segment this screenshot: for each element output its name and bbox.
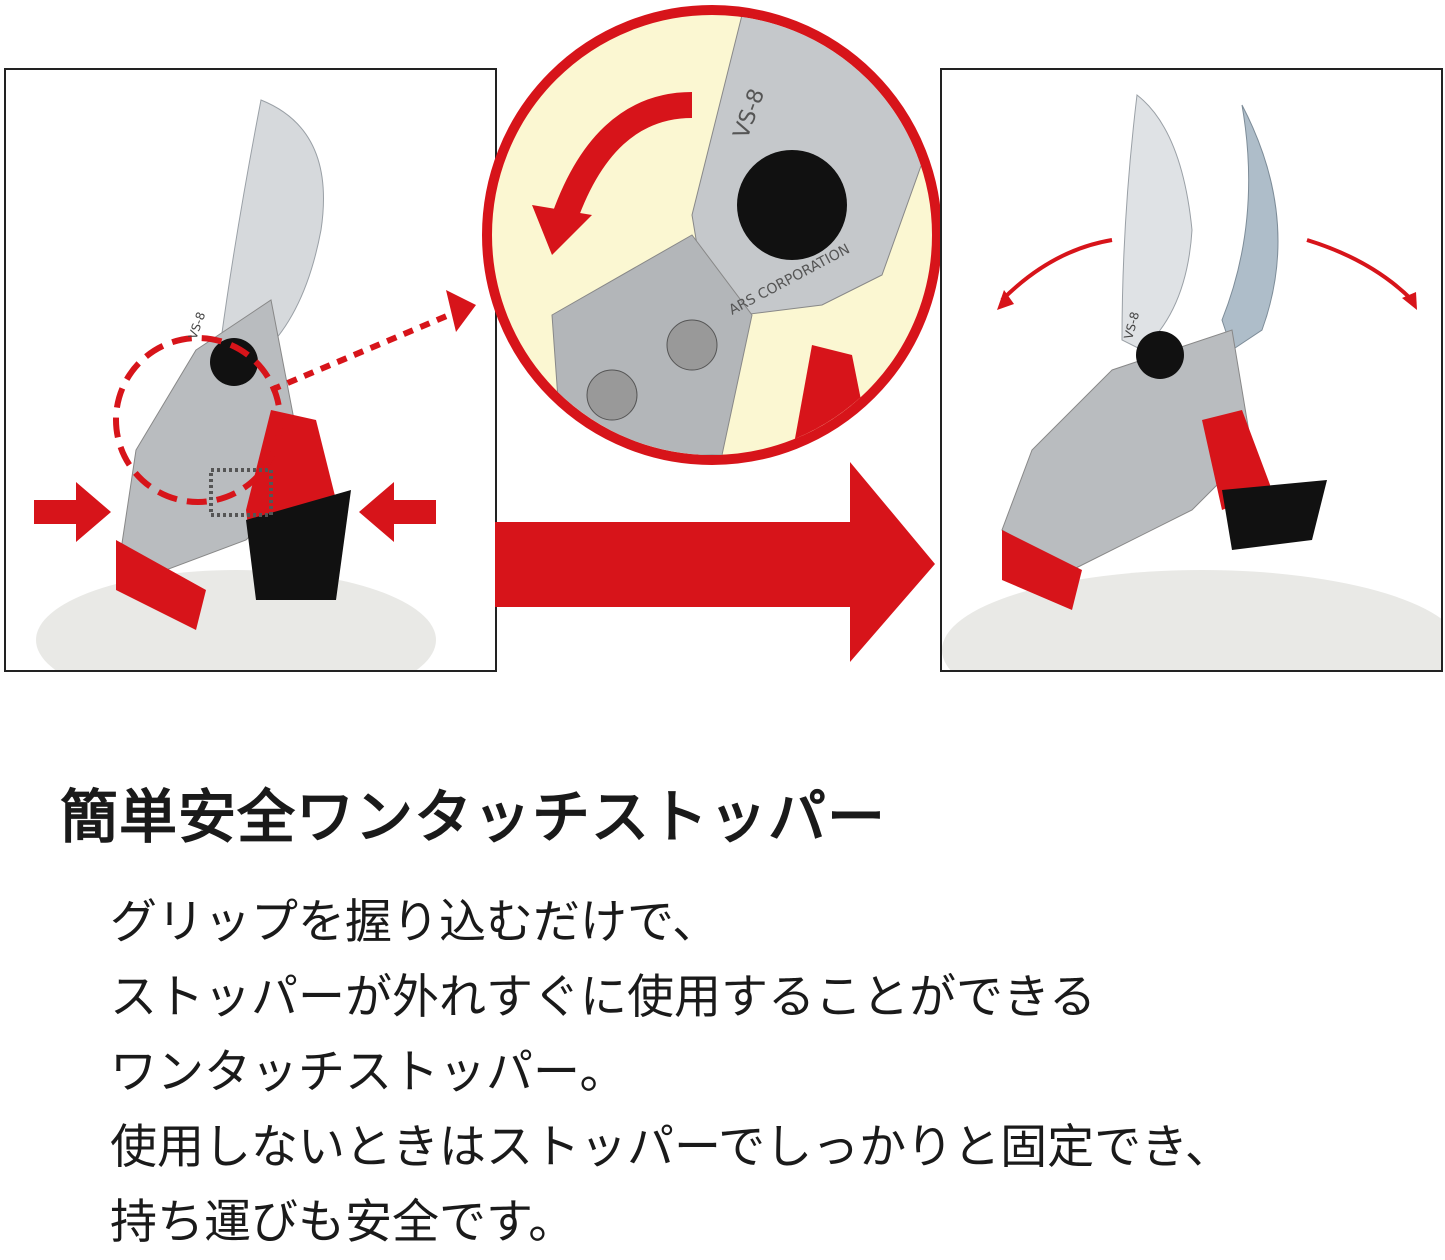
transition-arrow <box>495 462 940 667</box>
open-pruner-photo: VS-8 <box>940 68 1443 672</box>
description-line: ワンタッチストッパー。 <box>110 1045 627 1100</box>
feature-heading: 簡単安全ワンタッチストッパー <box>60 783 887 851</box>
description-line: 使用しないときはストッパーでしっかりと固定でき、 <box>110 1120 1232 1175</box>
description-line: 持ち運びも安全です。 <box>110 1195 576 1250</box>
model-engraving-open: VS-8 <box>1121 310 1142 340</box>
description-line: ストッパーが外れすぐに使用することができる <box>110 970 1097 1025</box>
description-line: グリップを握り込むだけで、 <box>110 895 720 950</box>
stopper-closeup: VS-8 ARS CORPORATION <box>482 5 942 465</box>
closed-pruner-photo: VS-8 <box>4 68 497 672</box>
feature-description: グリップを握り込むだけで、 ストッパーが外れすぐに使用することができる ワンタッ… <box>110 885 1232 1260</box>
